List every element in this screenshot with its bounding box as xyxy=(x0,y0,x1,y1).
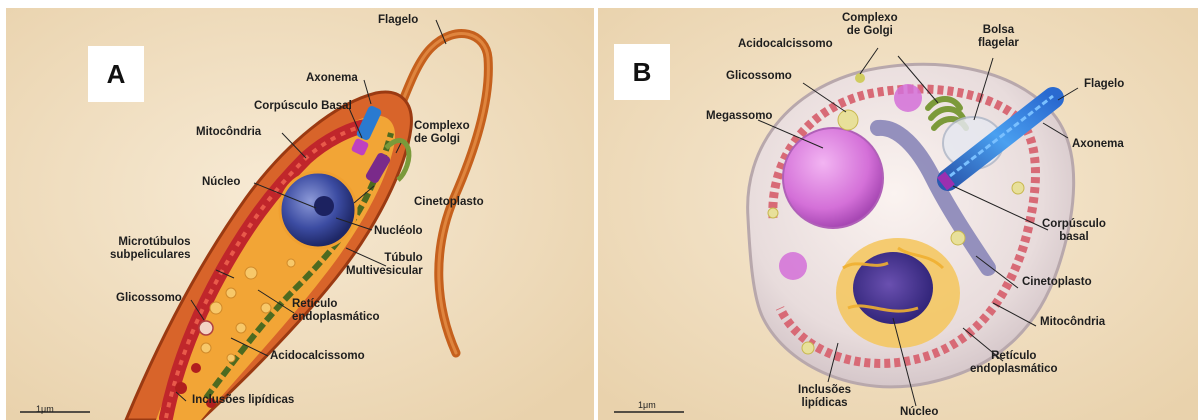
panel-letter-b: B xyxy=(614,44,670,100)
label-cinetoplasto-a: Cinetoplasto xyxy=(414,196,484,209)
label-corpusculo-basal-b: Corpúsculo basal xyxy=(1042,218,1106,244)
label-megassomo-b: Megassomo xyxy=(706,110,772,123)
scale-label-a: 1μm xyxy=(36,404,54,414)
acidocalcisome-b xyxy=(855,73,865,83)
label-inclusoes-b: Inclusões lipídicas xyxy=(798,384,851,410)
label-nucleo-b: Núcleo xyxy=(900,406,938,419)
label-inclusoes-a: Inclusões lipídicas xyxy=(192,394,294,407)
label-complexo-golgi-a: Complexo de Golgi xyxy=(414,120,470,146)
label-acidocalcissomo-a: Acidocalcissomo xyxy=(270,350,365,363)
nucleolus-a xyxy=(314,196,334,216)
label-corpusculo-basal-a: Corpúsculo Basal xyxy=(254,100,352,113)
label-nucleo-a: Núcleo xyxy=(202,176,240,189)
label-reticulo-a: Retículo endoplasmático xyxy=(292,298,380,324)
panel-letter-a: A xyxy=(88,46,144,102)
label-bolsa-flagelar-b: Bolsa flagelar xyxy=(978,24,1019,50)
glycosome-a xyxy=(199,321,213,335)
glycosome-b xyxy=(838,110,858,130)
label-reticulo-b: Retículo endoplasmático xyxy=(970,350,1058,376)
label-cinetoplasto-b: Cinetoplasto xyxy=(1022,276,1092,289)
megasome-b xyxy=(783,128,883,228)
label-flagelo-b: Flagelo xyxy=(1084,78,1124,91)
label-nucleolo-a: Nucléolo xyxy=(374,225,423,238)
label-flagelo-a: Flagelo xyxy=(378,14,418,27)
label-acidocalcissomo-b: Acidocalcissomo xyxy=(738,38,833,51)
scale-label-b: 1μm xyxy=(638,400,656,410)
label-microtubulos-a: Microtúbulos subpeliculares xyxy=(110,236,191,262)
label-glicossomo-a: Glicossomo xyxy=(116,292,182,305)
label-mitocondria-b: Mitocôndria xyxy=(1040,316,1105,329)
label-mitocondria-a: Mitocôndria xyxy=(196,126,261,139)
label-complexo-golgi-b: Complexo de Golgi xyxy=(842,12,898,38)
panel-b-amastigote: B 1μm Acidocalcissomo Complexo de Golgi … xyxy=(598,8,1198,420)
panel-b-illustration xyxy=(598,8,1198,420)
label-axonema-b: Axonema xyxy=(1072,138,1124,151)
panel-a-epimastigote: A 1μm Flagelo Axonema Corpúsculo Basal C… xyxy=(6,8,594,420)
label-glicossomo-b: Glicossomo xyxy=(726,70,792,83)
label-tubulo-a: Túbulo Multivesicular xyxy=(346,252,423,278)
label-axonema-a: Axonema xyxy=(306,72,358,85)
